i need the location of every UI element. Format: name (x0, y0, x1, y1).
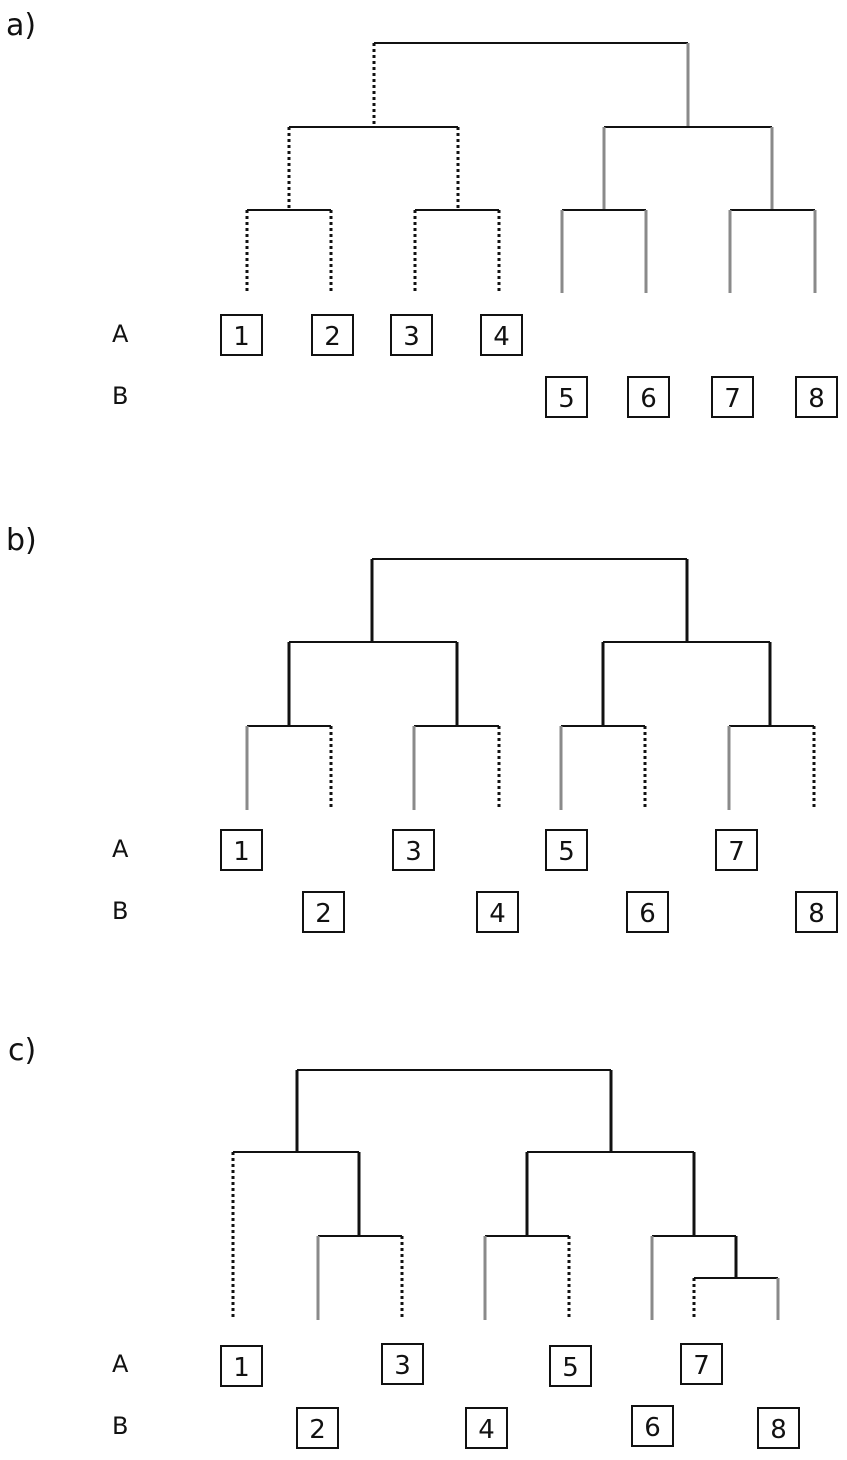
leaf-label: 3 (403, 322, 420, 352)
panel-b-label: b) (6, 523, 37, 558)
panel-a-label: a) (6, 8, 36, 43)
leaf-box: 7 (680, 1343, 723, 1385)
leaf-label: 3 (394, 1351, 411, 1381)
leaf-label: 7 (724, 384, 741, 414)
leaf-label: 5 (562, 1353, 579, 1383)
leaf-label: 7 (693, 1351, 710, 1381)
leaf-label: 1 (233, 322, 250, 352)
leaf-box: 6 (626, 891, 669, 933)
leaf-box: 4 (476, 891, 519, 933)
panel-c-label: c) (8, 1033, 36, 1068)
panel-a: a) A B 1 2 (6, 8, 838, 418)
panel-b: b) A B 1 3 5 (6, 523, 838, 933)
leaf-label: 7 (728, 837, 745, 867)
leaf-box: 5 (545, 376, 588, 418)
row-label-a: A (112, 1350, 129, 1378)
leaf-label: 6 (640, 384, 657, 414)
leaf-label: 8 (808, 899, 825, 929)
leaf-label: 2 (315, 899, 332, 929)
leaf-box: 8 (757, 1407, 800, 1449)
leaf-box: 1 (220, 314, 263, 356)
leaf-label: 6 (639, 899, 656, 929)
leaf-label: 2 (324, 322, 341, 352)
leaf-box: 3 (381, 1343, 424, 1385)
leaf-label: 2 (309, 1415, 326, 1445)
leaf-box: 3 (390, 314, 433, 356)
leaf-box: 7 (711, 376, 754, 418)
leaf-label: 4 (489, 899, 506, 929)
panel-c: c) A B 1 3 (8, 1033, 800, 1449)
leaf-box: 4 (465, 1407, 508, 1449)
leaf-label: 3 (405, 837, 422, 867)
leaf-box: 6 (627, 376, 670, 418)
leaf-label: 5 (558, 384, 575, 414)
leaf-box: 8 (795, 891, 838, 933)
leaf-box: 5 (549, 1345, 592, 1387)
row-label-b: B (112, 1412, 128, 1440)
row-label-a: A (112, 320, 129, 348)
leaf-box: 1 (220, 1345, 263, 1387)
leaf-label: 1 (233, 1353, 250, 1383)
leaf-box: 2 (311, 314, 354, 356)
leaf-label: 5 (558, 837, 575, 867)
row-label-b: B (112, 382, 128, 410)
leaf-box: 5 (545, 829, 588, 871)
leaf-box: 3 (392, 829, 435, 871)
leaf-box: 8 (795, 376, 838, 418)
leaf-box: 2 (296, 1407, 339, 1449)
leaf-box: 1 (220, 829, 263, 871)
leaf-label: 1 (233, 837, 250, 867)
row-label-b: B (112, 897, 128, 925)
leaf-label: 4 (478, 1415, 495, 1445)
leaf-label: 8 (770, 1415, 787, 1445)
leaf-box: 7 (715, 829, 758, 871)
leaf-box: 6 (631, 1405, 674, 1447)
leaf-box: 2 (302, 891, 345, 933)
leaf-label: 8 (808, 384, 825, 414)
leaf-label: 4 (493, 322, 510, 352)
row-label-a: A (112, 835, 129, 863)
leaf-label: 6 (644, 1413, 661, 1443)
leaf-box: 4 (480, 314, 523, 356)
